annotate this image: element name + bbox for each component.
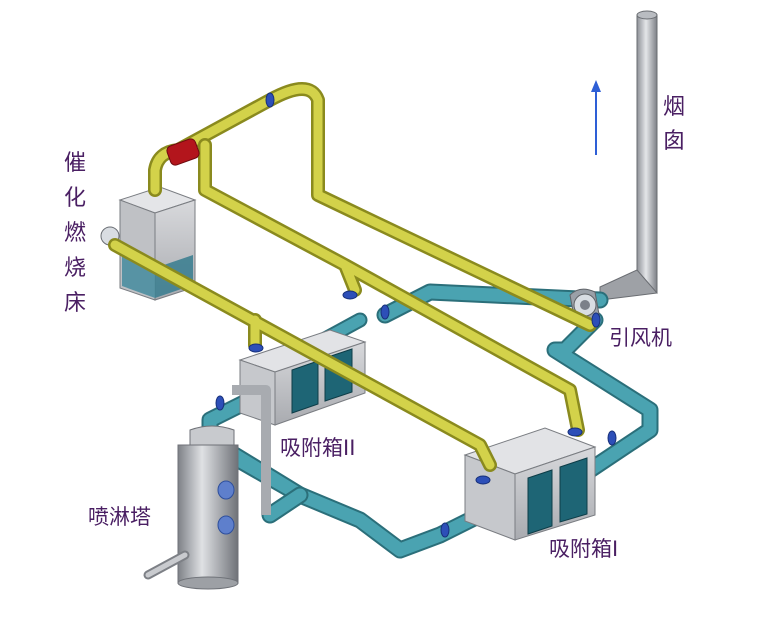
valve bbox=[475, 475, 491, 485]
valve bbox=[248, 343, 264, 353]
label-char: 烧 bbox=[64, 256, 86, 281]
valve bbox=[591, 312, 601, 328]
label-char: 化 bbox=[64, 186, 86, 211]
valve bbox=[342, 290, 358, 300]
valve bbox=[567, 427, 583, 437]
label-char: 燃 bbox=[64, 221, 86, 246]
label-char: 囱 bbox=[663, 129, 685, 154]
adsorber-1 bbox=[463, 427, 597, 541]
electric-heater bbox=[166, 138, 200, 166]
label-fan: 引风机 bbox=[609, 326, 672, 350]
label-chimney: 烟 囱 bbox=[663, 95, 685, 154]
valve bbox=[265, 92, 275, 108]
flow-arrow-up-icon bbox=[591, 80, 601, 155]
valve bbox=[380, 304, 390, 320]
spray-tower bbox=[143, 385, 271, 590]
valve bbox=[607, 430, 617, 446]
label-adsorber-2: 吸附箱II bbox=[280, 436, 355, 460]
label-catalytic-bed: 催 化 燃 烧 床 bbox=[64, 151, 86, 316]
label-char: 床 bbox=[64, 291, 86, 316]
label-char: 烟 bbox=[663, 95, 685, 120]
valves bbox=[215, 92, 617, 538]
label-spray-tower: 喷淋塔 bbox=[88, 505, 151, 529]
label-adsorber-1: 吸附箱I bbox=[549, 537, 618, 561]
valve bbox=[440, 522, 450, 538]
label-char: 催 bbox=[64, 151, 86, 176]
valve bbox=[215, 395, 225, 411]
chimney bbox=[599, 10, 658, 301]
